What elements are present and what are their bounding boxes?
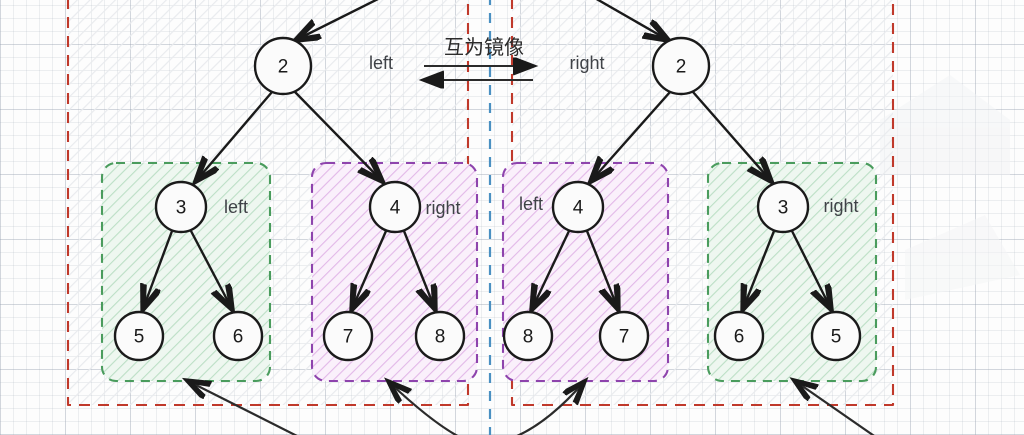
node-label: 5	[831, 327, 842, 348]
edge-r4-to-8	[532, 230, 571, 309]
node-circle[interactable]	[502, 310, 554, 362]
node-l4[interactable]: 4	[368, 180, 422, 234]
node-r3[interactable]: 3	[756, 180, 810, 234]
label-right-side: right	[569, 53, 604, 73]
node-circle[interactable]	[713, 310, 765, 362]
edge-parent-to-left-root	[296, 0, 379, 40]
edge-l3-to-5	[143, 230, 174, 309]
edge-r3-to-6	[743, 230, 776, 309]
node-left-root[interactable]: 2	[253, 36, 313, 96]
node-circle[interactable]	[551, 180, 605, 234]
edge-r2-to-4	[591, 91, 671, 181]
node-r5[interactable]: 5	[810, 310, 862, 362]
node-circle[interactable]	[154, 180, 208, 234]
right-tree-nodes: 2 4 3 8 7 6 5	[502, 36, 862, 362]
node-label: 8	[435, 327, 446, 348]
node-label: 2	[676, 57, 687, 78]
label-green-right: right	[823, 196, 858, 216]
node-label: 8	[523, 327, 534, 348]
edges	[143, 0, 831, 309]
mirror-annotation: 互为镜像	[424, 35, 533, 80]
node-label: 7	[619, 327, 630, 348]
node-r8[interactable]: 8	[502, 310, 554, 362]
node-circle[interactable]	[113, 310, 165, 362]
callout-to-green-left	[188, 381, 298, 435]
left-tree-nodes: 2 3 4 5 6 7 8	[113, 36, 466, 362]
edge-l4-to-7	[352, 230, 388, 309]
node-circle[interactable]	[810, 310, 862, 362]
label-left-side: left	[369, 53, 393, 73]
node-l8[interactable]: 8	[414, 310, 466, 362]
node-l5[interactable]: 5	[113, 310, 165, 362]
mirror-label: 互为镜像	[444, 35, 524, 59]
edge-r4-to-7	[585, 230, 618, 309]
edge-r2-to-3	[692, 91, 771, 181]
label-purple-left: left	[519, 194, 543, 214]
node-circle[interactable]	[253, 36, 313, 96]
label-purple-right: right	[425, 198, 460, 218]
node-circle[interactable]	[756, 180, 810, 234]
node-l6[interactable]: 6	[212, 310, 264, 362]
edge-l4-to-8	[402, 230, 435, 309]
node-label: 6	[734, 327, 745, 348]
node-circle[interactable]	[414, 310, 466, 362]
edge-l2-to-4	[294, 91, 382, 181]
callout-to-green-right	[795, 381, 875, 435]
edge-l2-to-3	[196, 91, 273, 181]
node-right-root[interactable]: 2	[651, 36, 711, 96]
edge-l3-to-6	[189, 230, 232, 309]
node-label: 4	[390, 198, 401, 219]
node-r6[interactable]: 6	[713, 310, 765, 362]
label-green-left: left	[224, 197, 248, 217]
node-r7[interactable]: 7	[598, 310, 650, 362]
node-label: 3	[778, 198, 789, 219]
node-r4[interactable]: 4	[551, 180, 605, 234]
callout-to-purple-right	[389, 382, 459, 435]
node-circle[interactable]	[368, 180, 422, 234]
callout-arrows	[188, 381, 875, 435]
node-l3[interactable]: 3	[154, 180, 208, 234]
node-circle[interactable]	[651, 36, 711, 96]
edge-r3-to-5	[790, 230, 831, 309]
node-label: 3	[176, 198, 187, 219]
node-circle[interactable]	[212, 310, 264, 362]
node-circle[interactable]	[322, 310, 374, 362]
node-circle[interactable]	[598, 310, 650, 362]
node-label: 6	[233, 327, 244, 348]
node-label: 4	[573, 198, 584, 219]
node-l7[interactable]: 7	[322, 310, 374, 362]
node-label: 5	[134, 327, 145, 348]
watermark	[880, 75, 1020, 300]
edge-parent-to-right-root	[595, 0, 668, 40]
node-label: 2	[278, 57, 289, 78]
callout-to-purple-left	[516, 382, 584, 435]
node-label: 7	[343, 327, 354, 348]
